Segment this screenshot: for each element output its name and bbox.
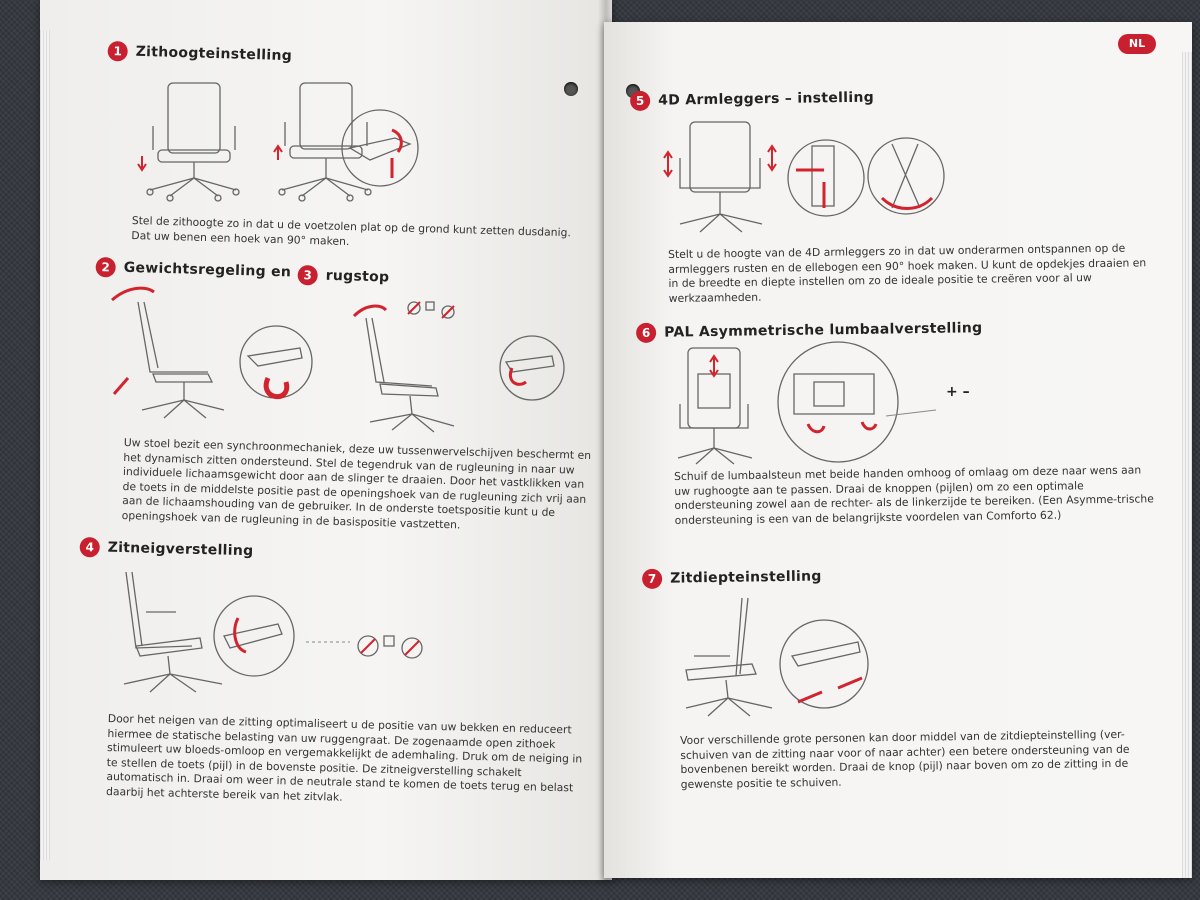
language-badge: NL	[1118, 34, 1156, 54]
section-title: 4D Armleggers – instelling	[658, 89, 875, 109]
section-4-text: Door het neigen van de zitting optimalis…	[105, 712, 583, 804]
section-number-badge: 4	[79, 536, 100, 557]
seat-height-lever-detail	[341, 109, 419, 187]
section-6-heading: 6 PAL Asymmetrische lumbaalverstelling	[636, 317, 983, 343]
section-5-heading: 5 4D Armleggers – instelling	[630, 87, 874, 111]
section-title: Zitdiepteinstelling	[670, 567, 822, 587]
section-title: rugstop	[325, 267, 390, 286]
section-2-3-text: Uw stoel bezit een synchroonmechaniek, d…	[121, 436, 592, 532]
section-title: Zitneigverstelling	[107, 539, 254, 559]
section-1-text: Stel de zithoogte zo in dat u de voetzol…	[131, 214, 572, 248]
backrest-lock-illustration	[352, 301, 565, 433]
section-number-badge: 5	[630, 90, 651, 111]
section-7-text: Voor verschillende grote personen kan do…	[680, 727, 1130, 791]
section-title: Gewichtsregeling en	[123, 259, 292, 280]
section-title: Zithoogteinstelling	[135, 43, 293, 64]
section-number-badge: 2	[95, 256, 116, 278]
weight-adjustment-chair-illustration	[111, 286, 313, 419]
section-1-heading: 1 Zithoogteinstelling	[107, 40, 292, 66]
seat-depth-illustration	[685, 597, 869, 717]
page-edge	[40, 30, 50, 860]
section-number-badge: 1	[107, 40, 128, 62]
section-number-badge: 6	[636, 322, 657, 343]
left-page: 1 Zithoogteinstelling Stel de zithoogte z…	[40, 0, 612, 880]
section-5-text: Stelt u de hoogte van de 4D armleggers z…	[668, 241, 1147, 305]
lumbar-support-illustration	[677, 341, 937, 465]
page-edge	[1182, 52, 1192, 878]
section-7-heading: 7 Zitdiepteinstelling	[642, 565, 822, 589]
seat-height-chair-illustration	[137, 82, 372, 202]
binder-hole	[564, 82, 578, 96]
lumbar-plus-minus-label: + –	[946, 384, 970, 400]
seat-tilt-illustration	[123, 571, 423, 693]
armrest-illustration	[663, 121, 945, 233]
section-title: PAL Asymmetrische lumbaalverstelling	[664, 319, 983, 341]
section-4-heading: 4 Zitneigverstelling	[79, 536, 254, 561]
right-page: NL 5 4D Armleggers – instelling Stelt u d…	[604, 22, 1192, 878]
section-2-heading: 2 Gewichtsregeling en	[95, 256, 291, 282]
section-6-text: Schuif de lumbaalsteun met beide handen …	[674, 463, 1154, 527]
section-number-badge: 7	[642, 568, 663, 589]
